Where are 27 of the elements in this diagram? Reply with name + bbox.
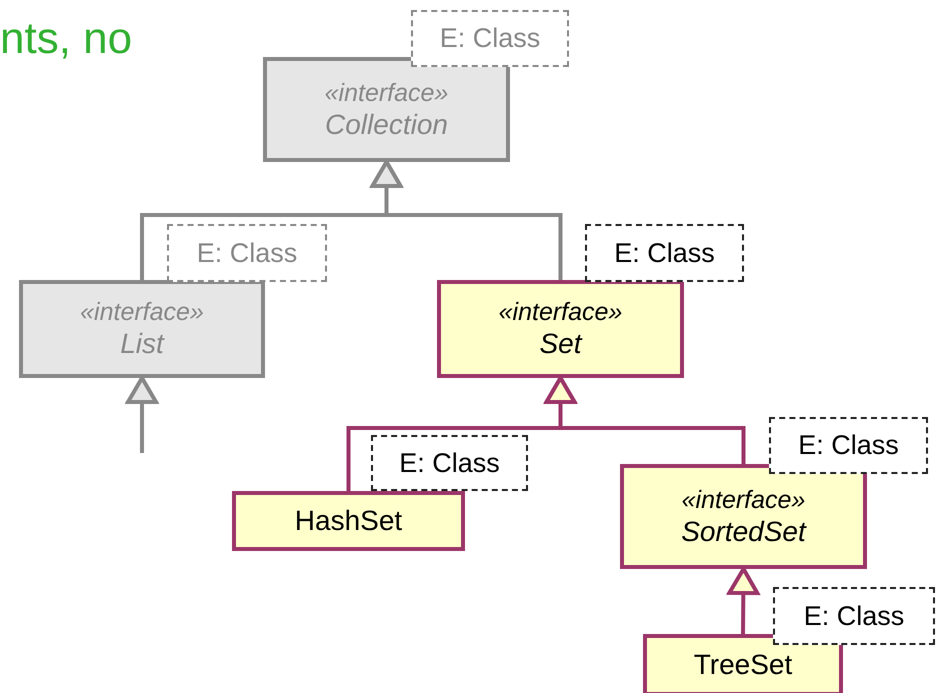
- class-name: SortedSet: [681, 514, 806, 548]
- inheritance-arrow: [126, 376, 158, 453]
- class-box: [19, 280, 265, 378]
- stereotype-text: «interface»: [682, 484, 806, 515]
- template-parameter: E: Class: [167, 224, 327, 282]
- class-box: [643, 634, 843, 693]
- stereotype-text: «interface»: [324, 78, 448, 108]
- template-parameter: E: Class: [773, 587, 935, 645]
- inheritance-arrow: [370, 160, 562, 280]
- template-parameter: E: Class: [371, 435, 528, 491]
- class-box: [263, 57, 510, 162]
- inheritance-arrow: [544, 376, 746, 464]
- class-box: [620, 464, 867, 569]
- class-name: Set: [539, 327, 582, 361]
- stereotype-text: «interface»: [80, 297, 204, 328]
- template-parameter: E: Class: [411, 10, 569, 67]
- inheritance-arrow: [727, 567, 760, 634]
- class-box: [232, 491, 465, 551]
- class-name: HashSet: [294, 504, 402, 538]
- stereotype-text: «interface»: [498, 297, 622, 328]
- class-box: [437, 280, 684, 378]
- class-name: List: [120, 327, 164, 361]
- class-name: TreeSet: [694, 648, 792, 682]
- template-parameter: E: Class: [585, 224, 744, 282]
- template-parameter: E: Class: [769, 417, 928, 474]
- class-name: Collection: [325, 108, 448, 142]
- heading-fragment: nts, no: [0, 14, 132, 64]
